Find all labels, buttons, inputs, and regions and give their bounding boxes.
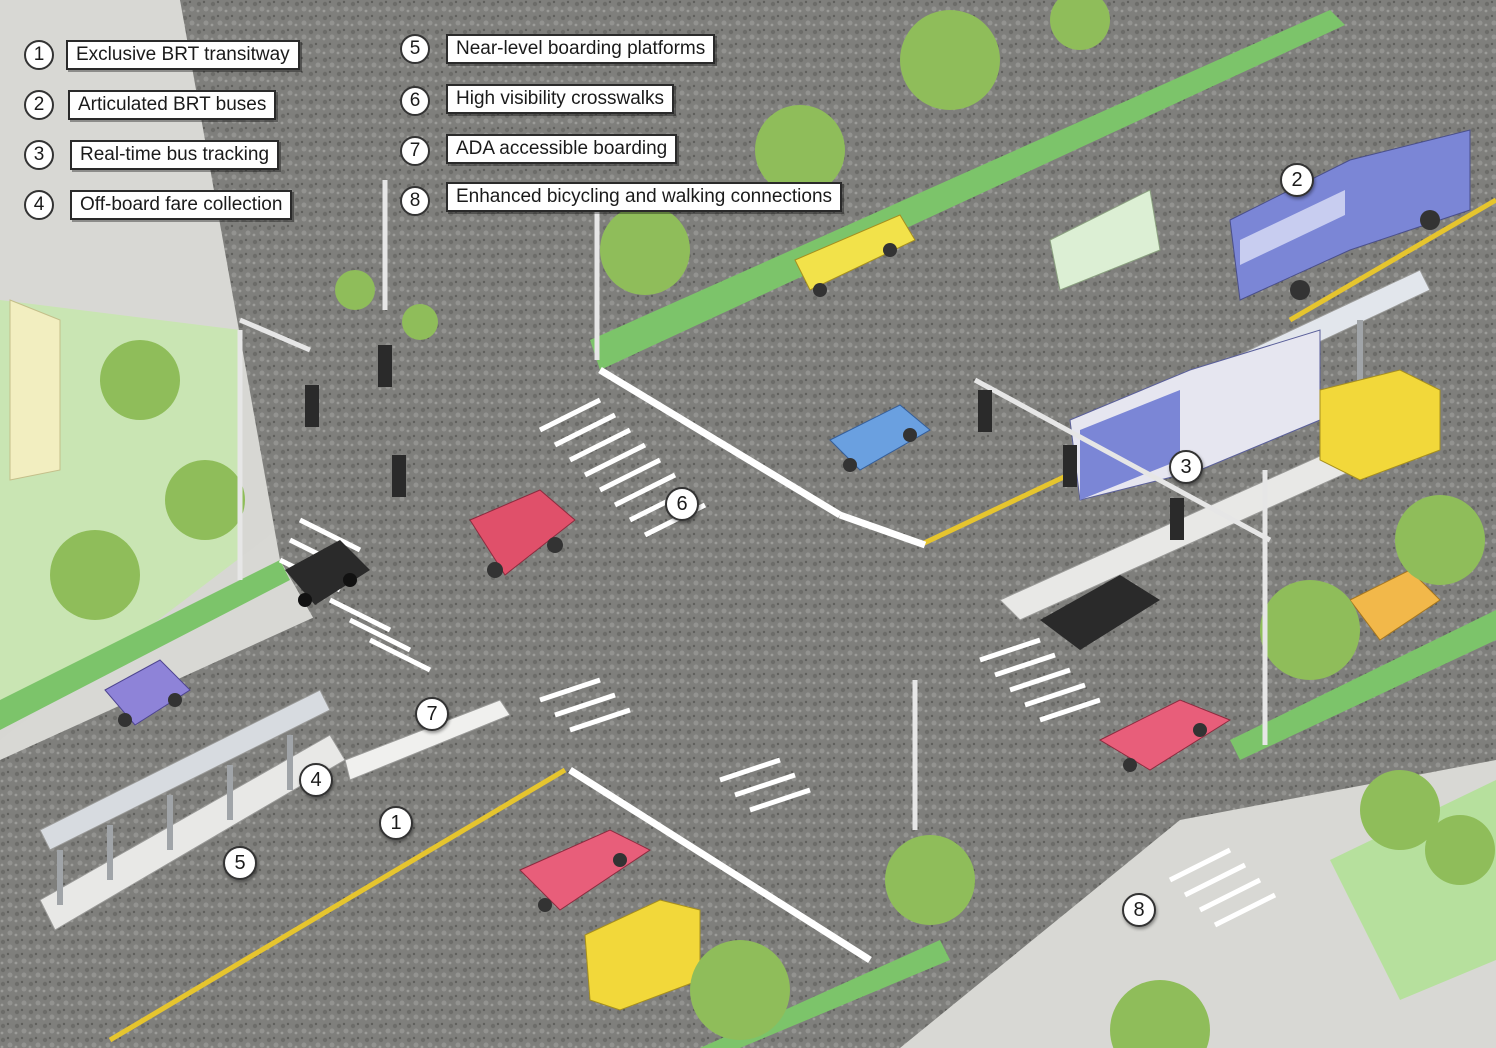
legend-number-8: 8 [400,186,430,216]
legend-label-8: Enhanced bicycling and walking connectio… [446,182,843,212]
pink-car-right [1098,699,1232,772]
stop-bar [838,511,927,549]
black-suv [285,540,370,607]
legend-label-7: ADA accessible boarding [446,134,678,164]
legend-number-7: 7 [400,136,430,166]
taxi [794,214,916,297]
stop-bar [568,767,872,963]
callout-7-ada-boarding: 7 [415,697,449,731]
callout-2-brt-bus: 2 [1280,163,1314,197]
callout-8-bike-walk: 8 [1122,893,1156,927]
stop-bar [598,367,842,518]
callout-3-bus-tracking: 3 [1169,450,1203,484]
legend-number-1: 1 [24,40,54,70]
black-car [1040,575,1160,650]
legend-number-5: 5 [400,34,430,64]
callout-4-fare-collection: 4 [299,763,333,797]
blue-car [829,404,931,472]
callout-5-boarding-platform: 5 [223,846,257,880]
box-truck [1049,189,1161,291]
legend-number-2: 2 [24,90,54,120]
trees [50,0,1495,1048]
legend-number-6: 6 [400,86,430,116]
grass-median-top [590,10,1345,370]
center-line-top [1288,197,1496,323]
legend-label-2: Articulated BRT buses [68,90,277,120]
legend-label-3: Real-time bus tracking [70,140,280,170]
crosswalk-right [979,637,1101,723]
center-line-bottom [108,767,567,1043]
callout-6-crosswalk: 6 [665,487,699,521]
traffic-lights [305,345,1184,540]
legend-label-6: High visibility crosswalks [446,84,674,114]
crosswalk-bottom [539,677,811,813]
brt-station-bottom [39,689,511,931]
grass-median-left [0,560,290,730]
callout-1-transitway: 1 [379,806,413,840]
orange-car [1349,569,1441,641]
pink-car-bottom [519,829,651,912]
legend-label-4: Off-board fare collection [70,190,293,220]
brt-bus-top [1229,129,1471,301]
purple-van [104,659,191,727]
yellow-bus-right [1319,369,1441,481]
legend-label-1: Exclusive BRT transitway [66,40,300,70]
crosswalk-far-right [1168,847,1277,928]
grass-median-right [1230,610,1496,760]
legend-number-3: 3 [24,140,54,170]
red-truck [469,489,576,578]
signal-poles [237,180,1272,830]
legend-label-5: Near-level boarding platforms [446,34,716,64]
legend-number-4: 4 [24,190,54,220]
building [9,299,61,481]
